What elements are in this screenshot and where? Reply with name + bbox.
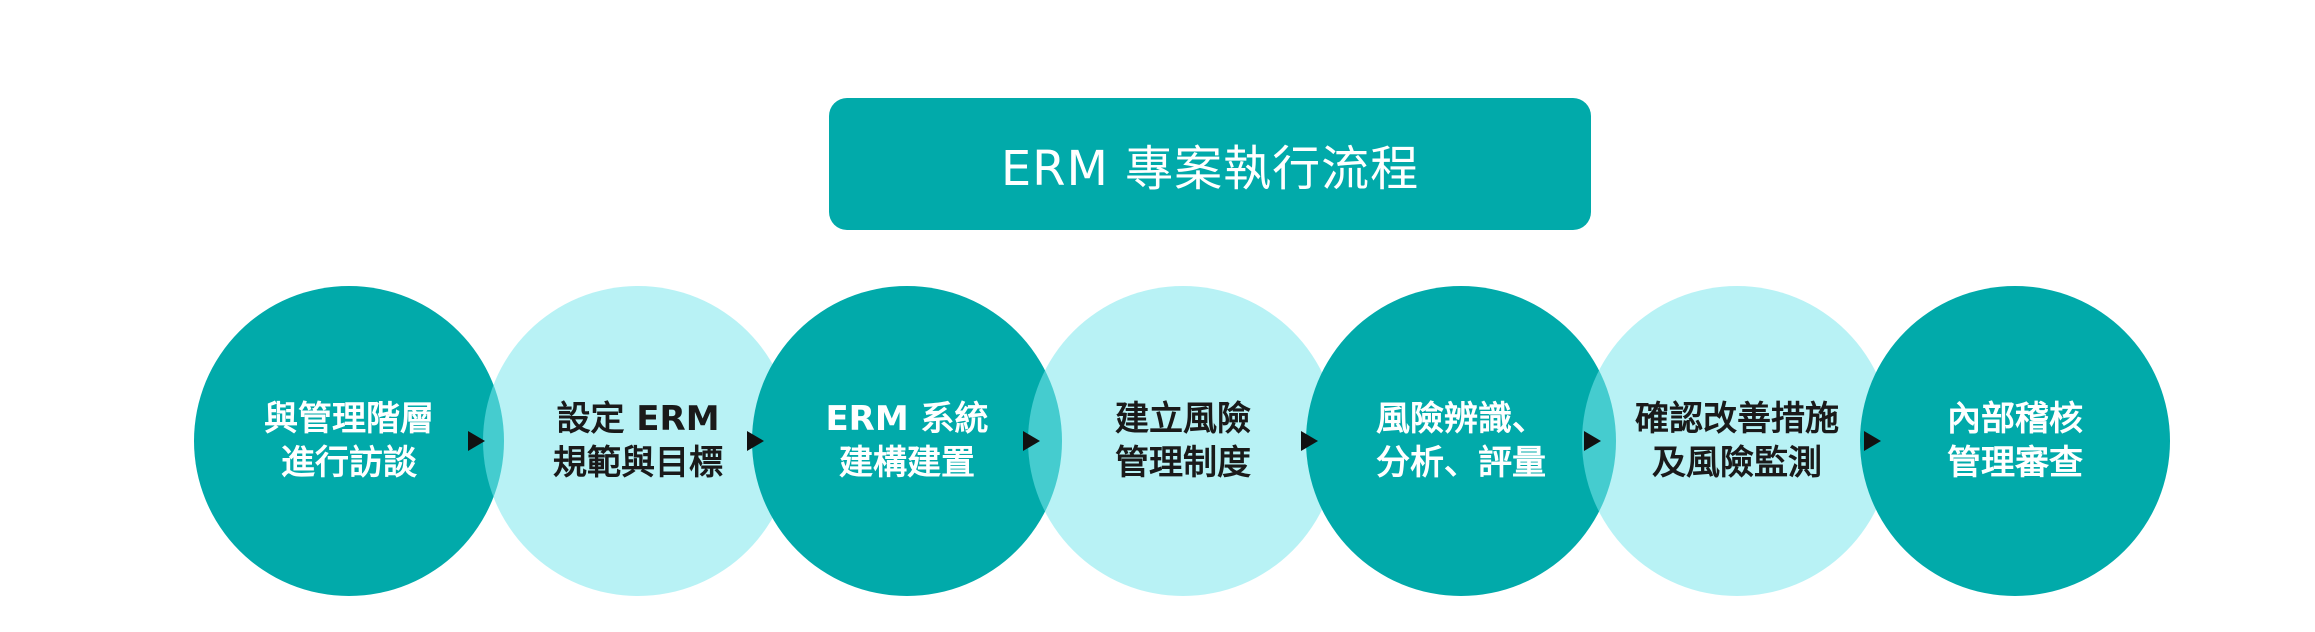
step-label-line: 分析、評量	[1376, 443, 1546, 483]
arrow-right-icon	[1584, 431, 1601, 451]
arrow-right-icon	[747, 431, 764, 451]
arrow-right-icon	[1023, 431, 1040, 451]
step-label-line: ERM 系統	[825, 399, 989, 439]
step-label: ERM 系統 建構建置	[825, 397, 988, 485]
step-label-line: 與管理階層	[264, 399, 434, 439]
step-circle-5: 風險辨識、 分析、評量	[1306, 286, 1616, 596]
step-label: 與管理階層 進行訪談	[264, 397, 434, 485]
step-label-line: 風險辨識、	[1376, 399, 1546, 439]
step-label-line: 管理制度	[1115, 443, 1251, 483]
step-label: 內部稽核 管理審查	[1947, 397, 2083, 485]
step-label-line: 內部稽核	[1947, 399, 2083, 439]
step-label-line: 進行訪談	[281, 443, 417, 483]
step-circle-2: 設定 ERM 規範與目標	[483, 286, 793, 596]
arrow-right-icon	[468, 431, 485, 451]
step-label-line: 及風險監測	[1652, 443, 1822, 483]
step-label: 設定 ERM 規範與目標	[553, 397, 723, 485]
step-circle-4: 建立風險 管理制度	[1028, 286, 1338, 596]
step-label-line: 規範與目標	[553, 443, 723, 483]
step-label-line: 建立風險	[1115, 399, 1251, 439]
step-circle-3: ERM 系統 建構建置	[752, 286, 1062, 596]
step-circle-6: 確認改善措施 及風險監測	[1582, 286, 1892, 596]
arrow-right-icon	[1864, 431, 1881, 451]
arrow-right-icon	[1301, 431, 1318, 451]
step-label-line: 確認改善措施	[1635, 399, 1839, 439]
step-label: 建立風險 管理制度	[1115, 397, 1251, 485]
diagram-title: ERM 專案執行流程	[1000, 141, 1420, 197]
step-label: 風險辨識、 分析、評量	[1376, 397, 1546, 485]
step-circle-1: 與管理階層 進行訪談	[194, 286, 504, 596]
step-label-line: 管理審查	[1947, 443, 2083, 483]
step-circle-7: 內部稽核 管理審查	[1860, 286, 2170, 596]
step-label: 確認改善措施 及風險監測	[1635, 397, 1839, 485]
title-banner: ERM 專案執行流程	[829, 98, 1591, 230]
step-label-line: 設定 ERM	[556, 399, 720, 439]
step-label-line: 建構建置	[838, 443, 975, 483]
